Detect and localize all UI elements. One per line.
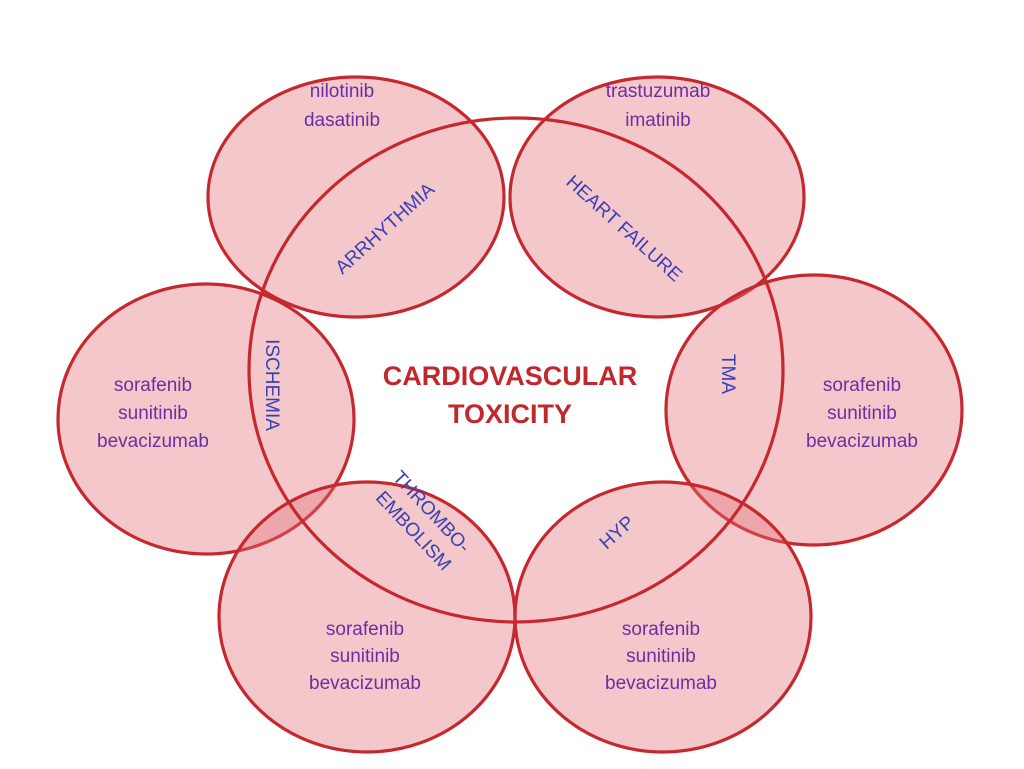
effect-label-ischemia: ISCHEMIA bbox=[261, 339, 282, 431]
drug-label: bevacizumab bbox=[97, 431, 209, 452]
circle-right bbox=[664, 273, 964, 547]
drug-label: imatinib bbox=[625, 110, 690, 131]
drug-label: sorafenib bbox=[326, 619, 404, 640]
drug-label: bevacizumab bbox=[806, 431, 918, 452]
drug-label: sunitinib bbox=[827, 403, 897, 424]
effect-label-tma: TMA bbox=[717, 354, 738, 394]
central-toxicity-ring bbox=[247, 116, 785, 624]
drug-label: sorafenib bbox=[622, 619, 700, 640]
drug-label: trastuzumab bbox=[606, 81, 711, 102]
drug-label: bevacizumab bbox=[309, 673, 421, 694]
drug-label: nilotinib bbox=[310, 81, 374, 102]
drug-label: sunitinib bbox=[118, 403, 188, 424]
drug-label: dasatinib bbox=[304, 110, 380, 131]
center-title-line2: TOXICITY bbox=[448, 399, 572, 429]
drug-label: sorafenib bbox=[114, 375, 192, 396]
circle-top-right bbox=[508, 75, 806, 319]
circle-bottom-right bbox=[513, 480, 813, 754]
drug-label: sunitinib bbox=[330, 646, 400, 667]
drug-label: bevacizumab bbox=[605, 673, 717, 694]
drug-label: sunitinib bbox=[626, 646, 696, 667]
center-title-line1: CARDIOVASCULAR bbox=[383, 361, 638, 391]
circle-top-left bbox=[206, 75, 506, 319]
drug-label: sorafenib bbox=[823, 375, 901, 396]
